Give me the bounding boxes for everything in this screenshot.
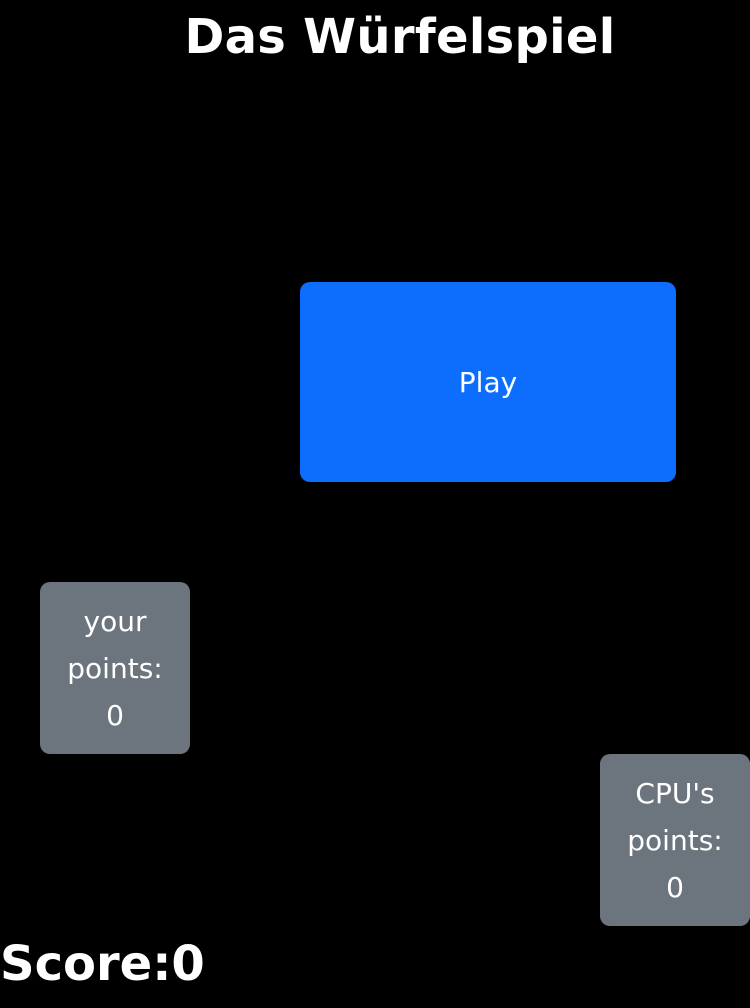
player-points-box: your points: 0 xyxy=(40,582,190,754)
cpu-points-box: CPU's points: 0 xyxy=(600,754,750,926)
player-points-label-line2: points: xyxy=(67,651,163,685)
score-display: Score:0 xyxy=(0,936,205,992)
player-points-label-line1: your xyxy=(83,604,147,638)
play-button[interactable]: Play xyxy=(300,282,676,482)
cpu-points-label-line1: CPU's xyxy=(635,776,715,810)
cpu-points-label-line2: points: xyxy=(627,823,723,857)
cpu-points-value: 0 xyxy=(666,870,684,904)
player-points-value: 0 xyxy=(106,698,124,732)
page-title: Das Würfelspiel xyxy=(184,9,616,65)
